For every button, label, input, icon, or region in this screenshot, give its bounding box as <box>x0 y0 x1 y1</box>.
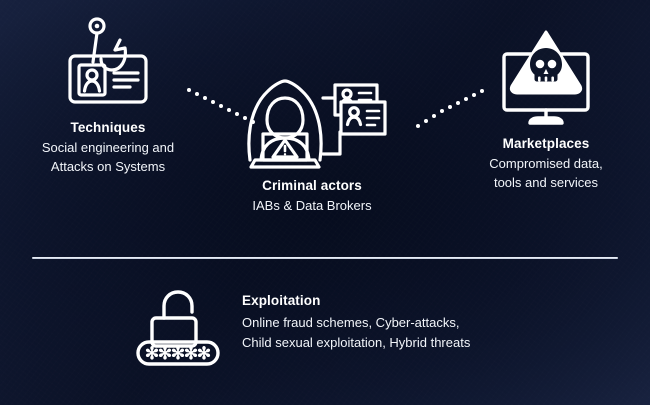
connector-dot <box>424 119 428 123</box>
connector-dot <box>235 112 239 116</box>
node-criminal-actors: Criminal actors IABs & Data Brokers <box>216 74 408 216</box>
open-padlock-password-icon: ✻ ✻ ✻ ✻ ✻ <box>136 290 220 366</box>
node-desc-criminal-actors: IABs & Data Brokers <box>252 198 372 214</box>
exploitation-icon-wrap: ✻ ✻ ✻ ✻ ✻ <box>132 286 224 366</box>
connector-dot <box>464 97 468 101</box>
password-asterisk: ✻ <box>171 344 185 363</box>
exploitation-text-column: Exploitation Online fraud schemes, Cyber… <box>242 286 470 354</box>
password-asterisk: ✻ <box>158 344 172 363</box>
connector-dot <box>440 109 444 113</box>
connector-dot <box>195 92 199 96</box>
connector-dot <box>448 105 452 109</box>
connector-dot <box>227 108 231 112</box>
connector-dot <box>480 89 484 93</box>
node-title-exploitation: Exploitation <box>242 293 321 308</box>
node-title-techniques: Techniques <box>70 120 146 135</box>
node-title-criminal-actors: Criminal actors <box>262 178 362 193</box>
connector-dot <box>251 120 255 124</box>
node-exploitation: ✻ ✻ ✻ ✻ ✻ Exploitation Online fraud sche… <box>132 286 470 366</box>
node-desc-marketplaces: Compromised data, tools and services <box>489 156 603 191</box>
monitor-skull-warning-icon <box>502 30 590 125</box>
dotted-connector-left <box>185 86 257 126</box>
password-asterisk: ✻ <box>145 344 159 363</box>
node-marketplaces: Marketplaces Compromised data, tools and… <box>442 24 650 193</box>
hooded-hacker-laptop-id-cards-icon <box>247 79 387 169</box>
connector-dot <box>416 124 420 128</box>
connector-dot <box>211 100 215 104</box>
phishing-hook-id-card-icon <box>68 17 148 104</box>
connector-dot <box>219 104 223 108</box>
node-techniques: Techniques Social engineering and Attack… <box>0 12 216 177</box>
connector-dot <box>472 93 476 97</box>
connector-dot <box>456 101 460 105</box>
node-desc-techniques: Social engineering and Attacks on System… <box>41 140 175 175</box>
node-desc-exploitation: Online fraud schemes, Cyber-attacks, Chi… <box>242 315 471 351</box>
dotted-connector-right <box>414 86 486 132</box>
password-asterisk: ✻ <box>184 344 198 363</box>
password-asterisk: ✻ <box>197 344 211 363</box>
connector-dot <box>432 114 436 118</box>
connector-dot <box>203 96 207 100</box>
marketplaces-icon-wrap <box>442 24 650 128</box>
criminal-actors-icon-wrap <box>216 74 408 170</box>
connector-dot <box>243 116 247 120</box>
node-title-marketplaces: Marketplaces <box>502 136 590 151</box>
horizontal-divider <box>32 257 618 259</box>
connector-dot <box>187 88 191 92</box>
techniques-icon-wrap <box>0 12 216 112</box>
